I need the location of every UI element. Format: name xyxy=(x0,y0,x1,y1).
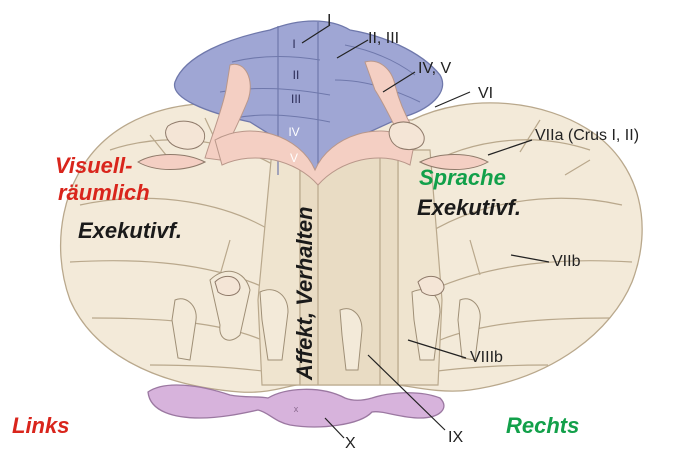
label-VIIb: VIIb xyxy=(552,253,581,270)
vermis-label-IV: IV xyxy=(288,125,299,139)
function-visuell-line2: räumlich xyxy=(58,180,150,205)
function-exekutiv-left: Exekutivf. xyxy=(78,218,182,243)
label-IV-V: IV, V xyxy=(418,60,452,77)
label-VI: VI xyxy=(478,85,493,102)
label-VIIa: VIIa (Crus I, II) xyxy=(535,127,639,144)
label-II-III: II, III xyxy=(368,30,399,47)
side-label-left: Links xyxy=(12,413,69,438)
label-X: X xyxy=(345,435,356,450)
vermis-label-III: III xyxy=(291,92,301,106)
function-visuell-line1: Visuell- xyxy=(55,153,132,178)
function-sprache: Sprache xyxy=(419,165,506,190)
label-IX: IX xyxy=(448,429,463,446)
vermis-label-V: V xyxy=(290,151,298,165)
label-VIIIb: VIIIb xyxy=(470,349,503,366)
label-I: I xyxy=(327,12,331,29)
side-label-right: Rechts xyxy=(506,413,579,438)
function-exekutiv-right: Exekutivf. xyxy=(417,195,521,220)
function-affekt: Affekt, Verhalten xyxy=(292,206,317,381)
vermis-label-x: x xyxy=(294,404,299,414)
vermis-label-I: I xyxy=(292,37,295,51)
vermis-label-II: II xyxy=(293,68,300,82)
